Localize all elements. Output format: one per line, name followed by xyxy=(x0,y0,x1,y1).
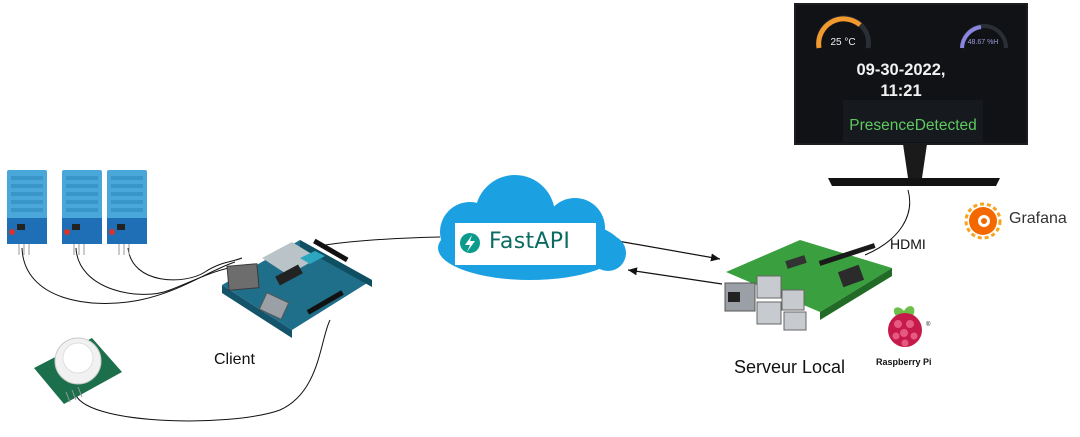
raspberry-pi-board xyxy=(724,240,892,331)
humidity-sensor-3 xyxy=(107,170,147,255)
sensor-wires xyxy=(21,247,331,422)
temperature-gauge xyxy=(816,15,871,49)
client-to-api-wire xyxy=(324,236,441,246)
raspberry-pi-label: Raspberry Pi xyxy=(876,357,932,367)
temperature-value: 25 °C xyxy=(830,37,856,48)
date-line: 09-30-2022, xyxy=(856,61,946,79)
humidity-sensor-2 xyxy=(62,170,102,255)
client-label: Client xyxy=(214,351,255,368)
dashboard-datetime: 09-30-2022, 11:21 xyxy=(830,60,972,102)
humidity-sensor-1 xyxy=(7,170,47,255)
humidity-gauge xyxy=(960,24,1008,49)
time-line: 11:21 xyxy=(880,82,922,100)
hdmi-label: HDMI xyxy=(890,236,926,252)
svg-text:®: ® xyxy=(926,321,931,328)
pir-motion-sensor xyxy=(34,337,122,404)
presence-status: PresenceDetected xyxy=(849,117,977,134)
arduino-board xyxy=(222,238,372,338)
grafana-label: Grafana xyxy=(1009,210,1067,227)
raspberry-pi-logo: ® xyxy=(888,306,931,347)
fastapi-label: FastAPI xyxy=(489,229,571,254)
fastapi-bolt-icon xyxy=(460,233,480,253)
grafana-icon xyxy=(964,202,1002,240)
server-to-api-arrow xyxy=(627,267,723,285)
humidity-value: 48.67 %H xyxy=(967,39,999,46)
hdmi-cable xyxy=(864,189,911,256)
server-label: Serveur Local xyxy=(734,357,846,377)
